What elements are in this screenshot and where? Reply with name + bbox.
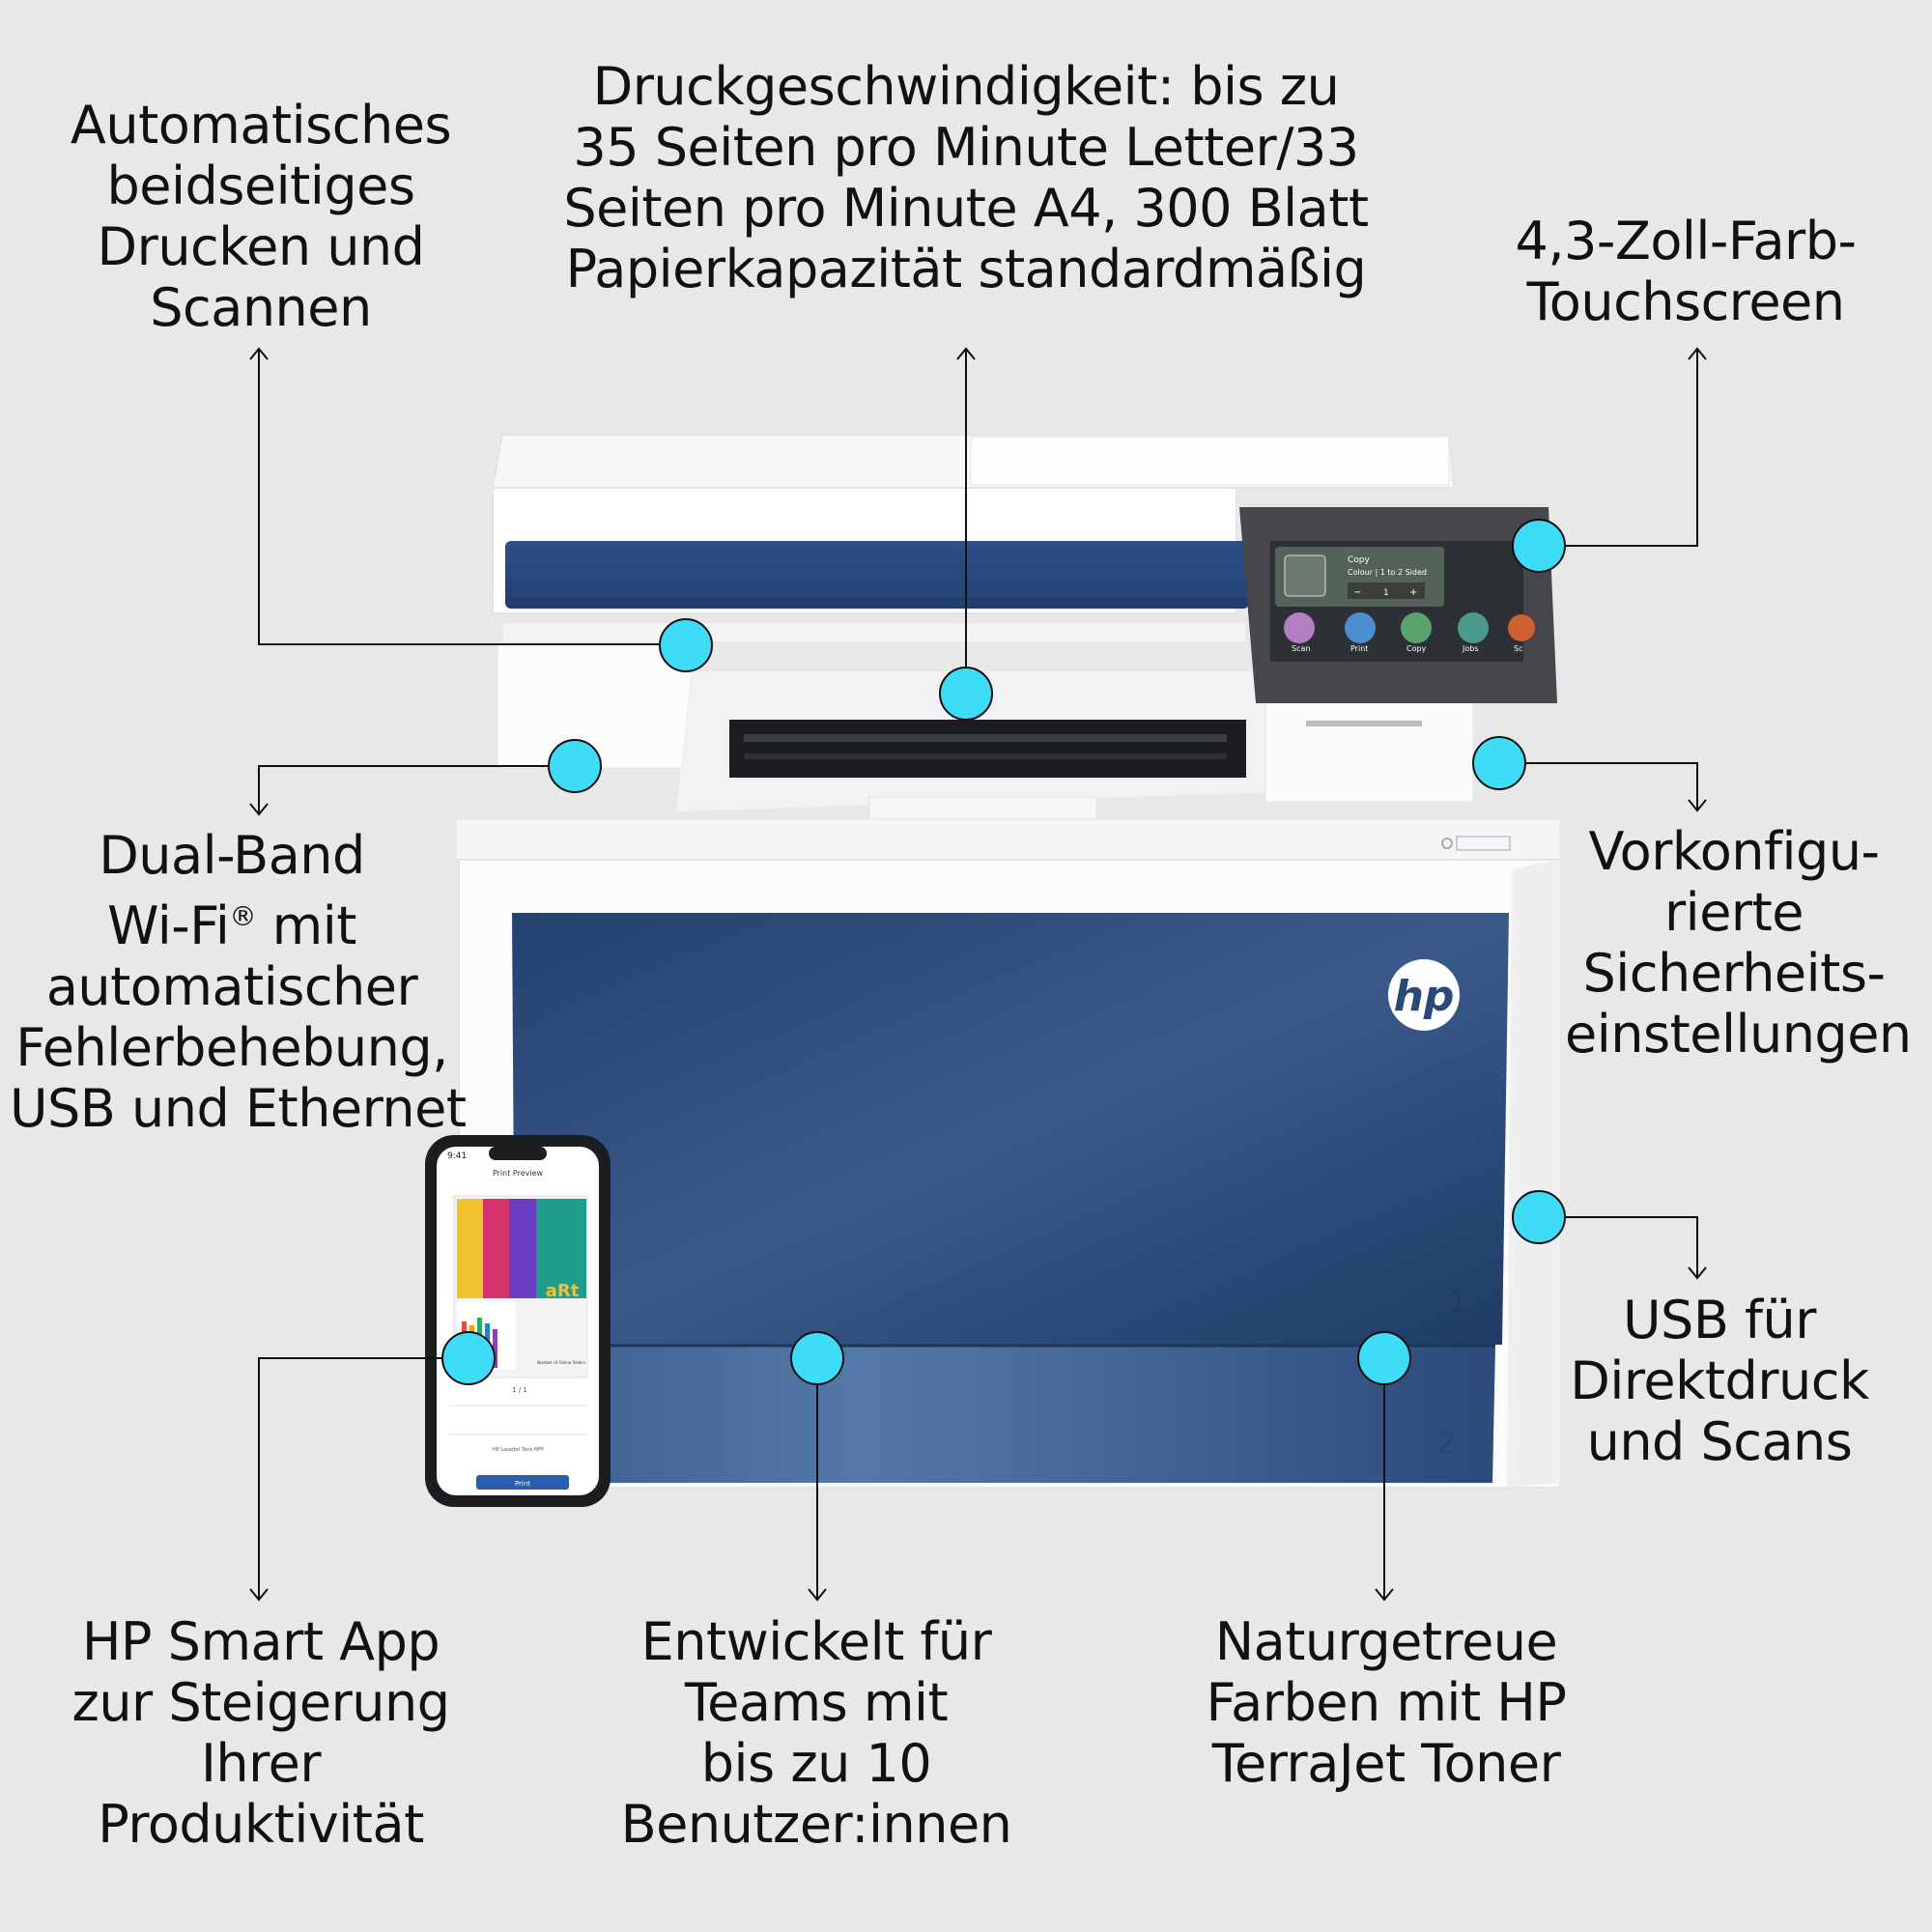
arrow-app — [249, 1588, 269, 1602]
hotspot-speed[interactable] — [939, 667, 993, 721]
front-door: hp 1 — [512, 913, 1509, 1345]
leader-touchscreen — [1539, 350, 1698, 547]
leader-usb — [1539, 1216, 1698, 1277]
callout-security-line-4: einstellungen — [1565, 1004, 1912, 1065]
hotspot-usb[interactable] — [1512, 1190, 1566, 1244]
screen-app-jobs: Jobs — [1462, 644, 1479, 653]
callout-wifi-line-1: Dual-Band — [99, 825, 365, 886]
arrow-toner — [1375, 1588, 1394, 1602]
callout-toner: Naturgetreue Farben mit HP TerraJet Tone… — [1174, 1611, 1599, 1794]
callout-wifi-line-2: Wi-Fi® mit — [10, 886, 454, 956]
arrow-speed — [956, 347, 976, 360]
callout-usb-line-3: und Scans — [1586, 1411, 1853, 1472]
arrow-duplex — [249, 347, 269, 360]
callout-duplex: Automatisches beidseitiges Drucken und S… — [58, 95, 464, 338]
callout-wifi: Dual-Band Wi-Fi® mit automatischer Fehle… — [10, 825, 467, 1139]
control-panel: Copy Colour | 1 to 2 Sided − 1 + Scan Pr… — [1239, 507, 1557, 726]
callout-wifi-line-5: USB und Ethernet — [10, 1078, 467, 1139]
printer-body-upper — [497, 641, 1474, 827]
phone-printer-name: HP LaserJet Tank MFP — [493, 1447, 544, 1453]
scanner-lid — [491, 434, 1456, 643]
callout-app-line-2: zur Steigerung — [71, 1672, 450, 1733]
screen-plus: + — [1409, 587, 1417, 598]
leader-wifi — [258, 765, 575, 813]
callout-usb-line-1: USB für — [1623, 1290, 1816, 1350]
callout-usb-line-2: Direktdruck — [1570, 1350, 1869, 1411]
arrow-security — [1688, 799, 1707, 812]
screen-title: Copy — [1348, 555, 1371, 565]
callout-teams-line-2: Teams mit — [684, 1672, 949, 1733]
callout-security-line-1: Vorkonfigu- — [1588, 821, 1880, 882]
phone-poster-caption: Number of Online Orders — [537, 1360, 585, 1365]
screen-app-copy: Copy — [1406, 644, 1427, 653]
callout-teams-line-3: bis zu 10 — [700, 1733, 932, 1794]
leader-duplex — [258, 350, 686, 645]
callout-duplex-line-2: beidseitiges — [106, 156, 415, 216]
callout-app: HP Smart App zur Steigerung Ihrer Produk… — [58, 1611, 464, 1855]
arrow-wifi — [249, 803, 269, 816]
callout-wifi-mit: mit — [255, 895, 357, 956]
screen-count: 1 — [1383, 588, 1389, 598]
callout-wifi-wifi: Wi-Fi — [107, 895, 230, 956]
screen-subtitle: Colour | 1 to 2 Sided — [1348, 568, 1427, 577]
callout-touchscreen: 4,3-Zoll-Farb- Touchscreen — [1497, 211, 1874, 332]
hotspot-app[interactable] — [441, 1331, 496, 1385]
callout-app-line-4: Produktivität — [98, 1794, 424, 1855]
callout-app-line-3: Ihrer — [200, 1733, 322, 1794]
callout-security-line-2: rierte — [1663, 882, 1804, 943]
hotspot-wifi[interactable] — [548, 739, 602, 793]
arrow-usb — [1688, 1266, 1707, 1280]
phone-poster-text: aRt — [546, 1281, 580, 1301]
callout-toner-line-1: Naturgetreue — [1214, 1611, 1558, 1672]
hotspot-toner[interactable] — [1357, 1331, 1411, 1385]
screen-app-print: Print — [1350, 644, 1368, 653]
callout-duplex-line-3: Drucken und — [97, 216, 425, 277]
callout-speed-line-3: Seiten pro Minute A4, 300 Blatt — [563, 178, 1369, 239]
callout-speed-line-1: Druckgeschwindigkeit: bis zu — [592, 56, 1340, 117]
callout-duplex-line-1: Automatisches — [70, 95, 452, 156]
screen-app-scan: Scan — [1292, 644, 1310, 653]
callout-speed-line-2: 35 Seiten pro Minute Letter/33 — [573, 117, 1359, 178]
phone-print-button[interactable] — [476, 1475, 569, 1490]
screen-minus: − — [1353, 587, 1361, 598]
hotspot-duplex[interactable] — [659, 618, 713, 672]
phone-page-count: 1 / 1 — [512, 1386, 527, 1394]
callout-teams: Entwickelt für Teams mit bis zu 10 Benut… — [599, 1611, 1034, 1855]
arrow-teams — [808, 1588, 827, 1602]
screen-app-more: Sc — [1514, 644, 1522, 653]
tray-number-2: 2 — [1437, 1427, 1456, 1461]
smartphone: 9:41 Print Preview aRt Number of Online … — [425, 1135, 611, 1507]
hotspot-touchscreen[interactable] — [1512, 519, 1566, 573]
callout-security-line-3: Sicherheits- — [1582, 943, 1886, 1004]
callout-usb: USB für Direktdruck und Scans — [1546, 1290, 1893, 1472]
callout-wifi-registered: ® — [229, 900, 256, 932]
callout-teams-line-1: Entwickelt für — [640, 1611, 992, 1672]
callout-app-line-1: HP Smart App — [81, 1611, 440, 1672]
paper-tray: 2 — [522, 1344, 1495, 1483]
callout-speed: Druckgeschwindigkeit: bis zu 35 Seiten p… — [541, 56, 1391, 299]
phone-print-label: Print — [515, 1480, 530, 1488]
phone-time: 9:41 — [447, 1151, 467, 1161]
arrow-touchscreen — [1688, 347, 1707, 360]
callout-wifi-line-3: automatischer — [45, 956, 418, 1017]
callout-toner-line-3: TerraJet Toner — [1211, 1733, 1561, 1794]
hotspot-teams[interactable] — [790, 1331, 844, 1385]
callout-touchscreen-line-1: 4,3-Zoll-Farb- — [1515, 211, 1857, 271]
tray-number-1: 1 — [1449, 1285, 1467, 1319]
callout-speed-line-4: Papierkapazität standardmäßig — [565, 239, 1367, 299]
callout-teams-line-4: Benutzer:innen — [620, 1794, 1012, 1855]
callout-security: Vorkonfigu- rierte Sicherheits- einstell… — [1565, 821, 1912, 1065]
callout-touchscreen-line-2: Touchscreen — [1526, 271, 1846, 332]
hp-logo: hp — [1394, 972, 1455, 1021]
leader-app — [258, 1357, 469, 1599]
leader-security — [1499, 762, 1698, 810]
callout-duplex-line-4: Scannen — [150, 277, 372, 338]
callout-toner-line-2: Farben mit HP — [1206, 1672, 1567, 1733]
hotspot-security[interactable] — [1472, 736, 1526, 790]
phone-title: Print Preview — [493, 1169, 544, 1178]
callout-wifi-line-4: Fehlerbehebung, — [15, 1017, 448, 1078]
